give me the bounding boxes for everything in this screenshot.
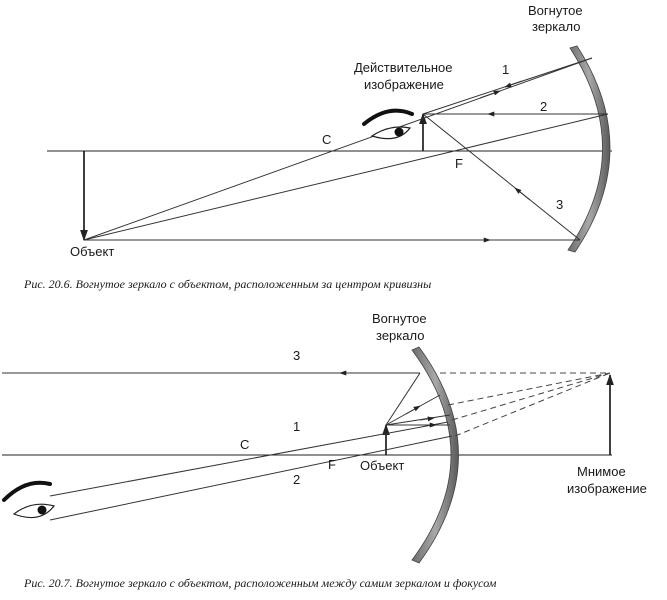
ray-b-object xyxy=(385,414,451,426)
ray-2-number-2: 2 xyxy=(293,472,300,487)
mirror-label-1-line2: зеркало xyxy=(532,19,580,34)
caption-fig-20-6: Рис. 20.6. Вогнутое зеркало с объектом, … xyxy=(23,277,431,291)
ray-1-line-2 xyxy=(49,421,449,497)
virtual-image-label-line1: Мнимое xyxy=(577,464,626,479)
object-label-1: Объект xyxy=(70,244,114,259)
ray-2-number: 2 xyxy=(540,99,547,114)
point-c-label-1: C xyxy=(322,132,331,147)
ray-1-number: 1 xyxy=(502,62,509,77)
point-c-label-2: C xyxy=(240,437,249,452)
real-image-label-line1: Действительное xyxy=(354,60,453,75)
ray-3-reflected-arrowhead xyxy=(514,187,531,201)
dashed-extension-4 xyxy=(454,372,611,437)
mirror-label-2-line1: Вогнутое xyxy=(372,311,427,326)
ray-3-number-2: 3 xyxy=(293,348,300,363)
dashed-extension-2 xyxy=(447,372,611,406)
mirror-label-1-line1: Вогнутое xyxy=(528,3,583,18)
ray-3-reflected xyxy=(422,113,581,241)
figure-20-7: Вогнутое зеркало 3 1 C F Объект 2 Мнимое… xyxy=(2,311,647,590)
ray-a-arrowhead xyxy=(405,405,421,415)
mirror-label-2-line2: зеркало xyxy=(376,328,424,343)
concave-mirror-1 xyxy=(567,45,611,253)
real-image-label-line2: изображение xyxy=(364,77,444,92)
concave-mirror-2 xyxy=(411,346,459,564)
ray-1-reflected-arrowhead xyxy=(504,80,523,88)
point-f-label-2: F xyxy=(328,457,336,472)
eye-icon xyxy=(362,108,414,140)
dashed-extension-3 xyxy=(451,372,611,421)
ray-1-arrowhead xyxy=(479,90,501,99)
virtual-image-label-line2: изображение xyxy=(567,481,647,496)
ray-3-number: 3 xyxy=(556,197,563,212)
ray-b-arrowhead xyxy=(419,416,435,422)
ray-1-incident xyxy=(83,57,593,241)
ray-1-number-2: 1 xyxy=(293,419,300,434)
ray-2-line-2 xyxy=(49,435,453,521)
caption-fig-20-7: Рис. 20.7. Вогнутое зеркало с объектом, … xyxy=(23,576,497,590)
point-f-label-1: F xyxy=(455,156,463,171)
ray-3-reflect-2 xyxy=(385,372,421,426)
object-label-2: Объект xyxy=(360,458,404,473)
ray-2-incident xyxy=(83,113,609,241)
eye-icon-2 xyxy=(2,480,56,519)
figure-20-6: Вогнутое зеркало Действительное изображе… xyxy=(23,3,612,291)
